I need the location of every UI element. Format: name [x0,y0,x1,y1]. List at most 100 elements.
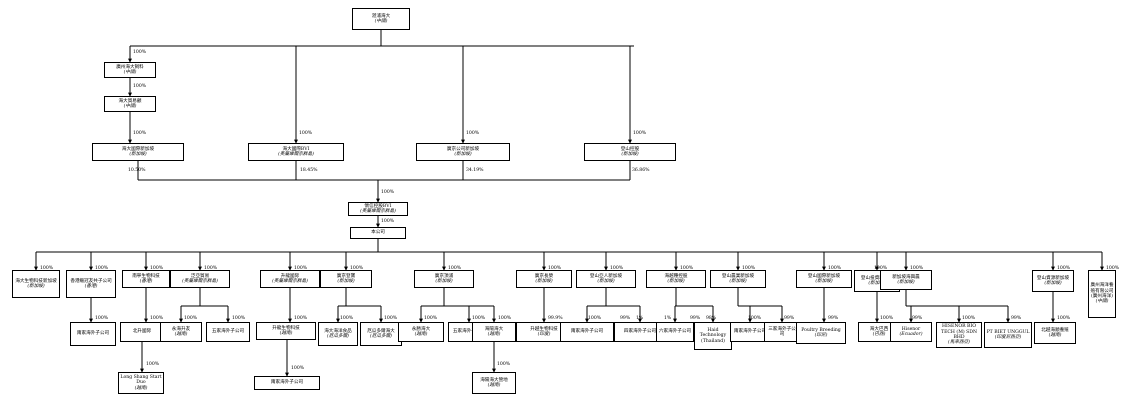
ownership-percentage: 100% [381,190,395,195]
ownership-percentage: 99% [912,316,923,321]
entity-name: 登山資源新加坡 [1036,275,1070,281]
entity-box-c15: 登山資源新加坡(新加坡) [1032,270,1074,292]
entity-name: 海大國際新加坡 [121,146,155,152]
entity-box-c13a: 海大巴西(巴西) [858,322,900,342]
entity-name: Poultry Breeding [801,327,841,333]
entity-box-c16: 廣州海洋養殖有限公司(廣州海洋)(中國) [1088,270,1116,318]
entity-name: 廣州海大飼料 [116,64,144,70]
entity-name: 海大巴西 [869,326,889,332]
entity-name: 海大海洋食品 [324,328,352,334]
entity-jurisdiction: (越南) [487,383,501,388]
ownership-percentage: 100% [633,131,647,136]
entity-name: 登山控股 [620,146,640,152]
ownership-percentage: 100% [548,266,562,271]
ownership-percentage: 100% [150,316,164,321]
entity-box-c14: 新加坡海興農(新加坡) [880,270,932,290]
entity-box-c6a: 海大海洋食品(厄瓜多爾) [318,322,358,346]
entity-jurisdiction: (英屬維爾京群島) [360,209,396,214]
ownership-percentage: 100% [95,316,109,321]
entity-name: Haid Technology (Thailand) [699,327,727,344]
entity-box-c9: 登山亞人新加坡(新加坡) [576,270,636,288]
entity-name: 五家海外子公司 [211,329,245,335]
ownership-percentage: 100% [232,316,246,321]
ownership-percentage: 100% [184,316,198,321]
ownership-percentage: 100% [340,316,354,321]
ownership-percentage: 36.86% [632,168,650,173]
ownership-percentage: 100% [910,266,924,271]
entity-name: 本公司 [371,230,385,236]
entity-jurisdiction: (厄瓜多爾) [370,334,392,339]
entity-jurisdiction: (新加坡) [435,279,453,284]
entity-name: 五家海外子公司 [452,329,486,335]
ownership-percentage: 100% [610,266,624,271]
entity-jurisdiction: (印尼) [814,333,828,338]
entity-box-c5b: 兩家海外子公司 [254,376,320,390]
entity-jurisdiction: (越南) [414,332,428,337]
entity-box-c15a: 北越海順養殖(越南) [1034,322,1076,344]
entity-jurisdiction: (越南) [134,385,148,391]
ownership-percentage: 99% [620,316,631,321]
ownership-percentage: 1% [636,316,644,321]
entity-jurisdiction: (英屬維爾京群島) [278,152,314,157]
entity-jurisdiction: (新加坡) [597,279,615,284]
entity-box-c2a: 兩家海外子公司 [70,322,116,346]
ownership-percentage: 100% [1106,266,1120,271]
entity-name: 北升國际 [132,329,152,335]
ownership-percentage: 100% [424,316,438,321]
entity-jurisdiction: (Ecuador) [899,332,923,337]
ownership-percentage: 99% [784,316,795,321]
entity-name: 四家海外子公司 [623,329,657,335]
entity-name: 廣京登寶 [336,273,356,279]
ownership-percentage: 100% [299,131,313,136]
entity-box-c6b: 厄瓜多爾海大(厄瓜多爾) [360,322,402,346]
ownership-percentage: 100% [384,316,398,321]
entity-box-c3: 南寧生物科技(香港) [122,270,170,288]
entity-jurisdiction: (中國) [374,19,388,24]
entity-box-company: 本公司 [350,227,406,239]
entity-box-c7: 廣京頂浦(新加坡) [414,270,474,288]
entity-jurisdiction: (中國) [1095,299,1109,305]
ownership-percentage: 100% [95,266,109,271]
entity-jurisdiction: (厄瓜多爾) [327,334,349,339]
entity-box-c10: 海越種控股(新加坡) [646,270,706,288]
entity-box-c12: 登山國際新加坡(新加坡) [796,270,852,288]
entity-box-gz_feed: 廣州海大飼料(中國) [104,62,156,78]
ownership-percentage: 99% [1011,316,1022,321]
entity-jurisdiction: (新加坡) [621,152,639,157]
ownership-percentage: 100% [588,316,602,321]
ownership-percentage: 100% [133,84,147,89]
entity-name: 登山亞人新加坡 [589,273,623,279]
entity-name: 登山農業新加坡 [721,273,755,279]
ownership-percentage: 100% [133,131,147,136]
entity-name: 三家海外子公司 [768,326,796,337]
entity-name: Long Shang Start Duo [120,374,162,386]
entity-box-dengshan: 登山控股(新加坡) [584,143,676,161]
ownership-percentage: 10.50% [128,168,146,173]
entity-box-gz_sg: 廣京公司新加坡(新加坡) [416,143,510,161]
entity-name: 兩家海外子公司 [570,329,604,335]
entity-jurisdiction: (新加坡) [535,279,553,284]
entity-name: 泛亞貿易 [190,273,210,279]
entity-jurisdiction: (新加坡) [454,152,472,157]
entity-name: 海陽海大營地 [480,377,508,383]
ownership-percentage: 1% [664,316,672,321]
entity-name: 廣京長榮 [534,273,554,279]
ownership-percentage: 100% [1057,266,1071,271]
ownership-percentage: 98% [706,316,717,321]
entity-box-c5a: 升龍生物科技(越南) [256,322,316,340]
entity-jurisdiction: (英屬維爾京群島) [272,279,308,284]
entity-box-intl_sg: 海大國際新加坡(新加坡) [92,143,184,161]
entity-jurisdiction: (新加坡) [729,279,747,284]
entity-jurisdiction: (巴西) [872,332,886,337]
entity-jurisdiction: (香港) [139,279,153,284]
entity-jurisdiction: (新加坡) [815,279,833,284]
entity-name: 海越種控股 [664,273,688,279]
ownership-percentage: 18.45% [300,168,318,173]
entity-jurisdiction: (新加坡) [667,279,685,284]
entity-jurisdiction: (越南) [487,332,501,337]
entity-box-c6: 廣京登寶(新加坡) [320,270,372,288]
ownership-percentage: 100% [294,316,308,321]
ownership-percentage: 99% [690,316,701,321]
